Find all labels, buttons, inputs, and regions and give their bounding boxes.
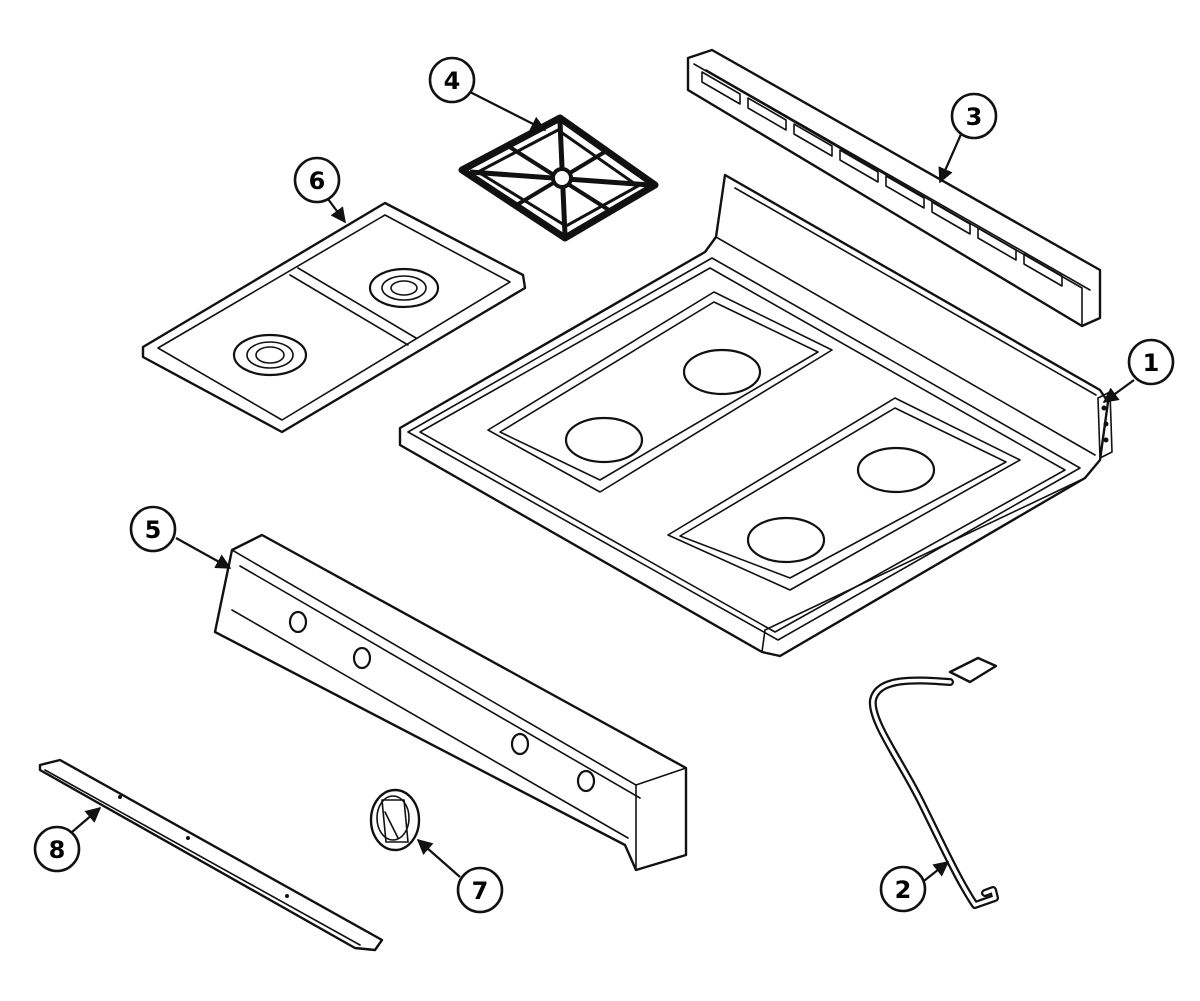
burner-bowl-upper (368, 267, 440, 309)
callout-8: 8 (33, 825, 81, 873)
callout-label: 7 (472, 877, 489, 905)
part-control-knob (369, 788, 421, 852)
part-gas-tube (868, 656, 999, 909)
vent-slots (701, 71, 1063, 287)
callout-5: 5 (129, 505, 177, 553)
part-drip-pan (141, 201, 527, 434)
part-main-cooktop (398, 173, 1113, 658)
callout-1: 1 (1127, 338, 1175, 386)
callout-label: 1 (1143, 349, 1160, 377)
callout-label: 3 (966, 103, 983, 131)
callout-3: 3 (950, 92, 998, 140)
callout-label: 6 (309, 167, 326, 195)
callout-4: 4 (428, 56, 476, 104)
callout-2: 2 (879, 865, 927, 913)
knob-holes (288, 610, 596, 793)
callout-label: 5 (145, 516, 162, 544)
part-rear-vent-trim (686, 48, 1102, 328)
callout-7: 7 (456, 866, 504, 914)
burner-well-left (487, 291, 833, 493)
callout-label: 8 (49, 836, 66, 864)
burner-well-right (667, 397, 1021, 591)
burner-bowl-lower (232, 333, 308, 377)
part-burner-grate (458, 114, 659, 242)
callout-label: 4 (444, 67, 461, 95)
part-trim-strip (38, 758, 384, 952)
callout-label: 2 (895, 876, 912, 904)
callout-6: 6 (293, 156, 341, 204)
part-control-panel (213, 533, 688, 872)
